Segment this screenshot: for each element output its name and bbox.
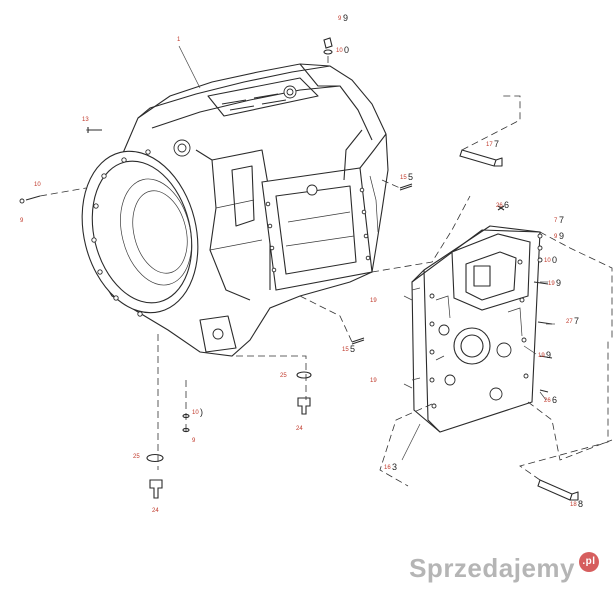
callout-number-black: 5: [350, 344, 355, 354]
watermark-text: Sprzedajemy: [409, 553, 575, 583]
callout-number-red: 26: [544, 398, 551, 404]
callout-number-red: 15: [342, 347, 349, 353]
callout-c1: 1: [177, 37, 181, 43]
small-parts: [19, 37, 579, 501]
callout-number-black: 5: [408, 172, 413, 182]
callout-c19: 19: [370, 378, 377, 384]
callout-number-black: 7: [559, 215, 564, 225]
callout-number-red: 9: [554, 234, 558, 240]
callout-c4: 13: [82, 117, 89, 123]
callout-number-black: 9: [546, 350, 551, 360]
callout-c7: 9: [20, 218, 24, 224]
watermark-logo: Sprzedajemy .pl: [409, 551, 599, 584]
callout-c18: 25: [280, 373, 287, 379]
leader-lines: [86, 45, 555, 461]
callout-number-red: 9: [20, 218, 24, 224]
callout-number-red: 25: [280, 373, 287, 379]
callout-number-black: 9: [556, 278, 561, 288]
watermark-badge: .pl: [579, 551, 599, 572]
callout-number-red: 1: [177, 37, 181, 43]
callout-number-black: 7: [574, 316, 579, 326]
callout-number-red: 27: [566, 319, 573, 325]
callout-c22: 9: [192, 438, 196, 444]
flange-bolt-holes: [91, 149, 151, 317]
callout-number-black: 7: [494, 139, 499, 149]
callout-number-black: 0: [344, 45, 349, 55]
callout-number-red: 10: [34, 182, 41, 188]
callout-number-black: ): [200, 407, 203, 417]
callout-number-red: 15: [400, 175, 407, 181]
callout-number-red: 13: [82, 117, 89, 123]
callout-number-red: 19: [370, 298, 377, 304]
window-frame-bolts: [265, 187, 371, 273]
callout-number-black: 9: [559, 231, 564, 241]
callout-number-red: 26: [496, 203, 503, 209]
callout-number-red: 18: [570, 502, 577, 508]
callout-number-black: 8: [578, 499, 583, 509]
callout-number-red: 9: [192, 438, 196, 444]
callout-number-red: 24: [296, 426, 303, 432]
end-cover-plate: [411, 225, 541, 433]
callout-c26: 24: [152, 508, 159, 514]
callout-number-red: 17: [486, 142, 493, 148]
callout-number-black: 3: [392, 462, 397, 472]
callout-number-red: 19: [538, 353, 545, 359]
callout-c6: 10: [34, 182, 41, 188]
callout-number-red: 7: [554, 218, 558, 224]
callout-number-black: 6: [504, 200, 509, 210]
callout-number-red: 24: [152, 508, 159, 514]
callout-number-red: 19: [548, 281, 555, 287]
callout-number-red: 16: [384, 465, 391, 471]
callout-number-red: 10: [544, 258, 551, 264]
callout-c24: 25: [133, 454, 140, 460]
callout-c21: 10): [192, 407, 203, 417]
assembly-axis-lines: [39, 56, 613, 487]
callout-number-black: 0: [552, 255, 557, 265]
transmission-housing: [81, 63, 389, 357]
callout-number-red: 19: [370, 378, 377, 384]
callout-number-red: 25: [133, 454, 140, 460]
callout-c23: 24: [296, 426, 303, 432]
callout-number-black: 9: [343, 13, 348, 23]
cover-plate-bolts: [429, 259, 529, 409]
callout-number-red: 9: [338, 16, 342, 22]
callout-number-red: 10: [336, 48, 343, 54]
callout-number-black: 6: [552, 395, 557, 405]
callout-number-red: 10: [192, 410, 199, 416]
callout-c14: 19: [370, 298, 377, 304]
